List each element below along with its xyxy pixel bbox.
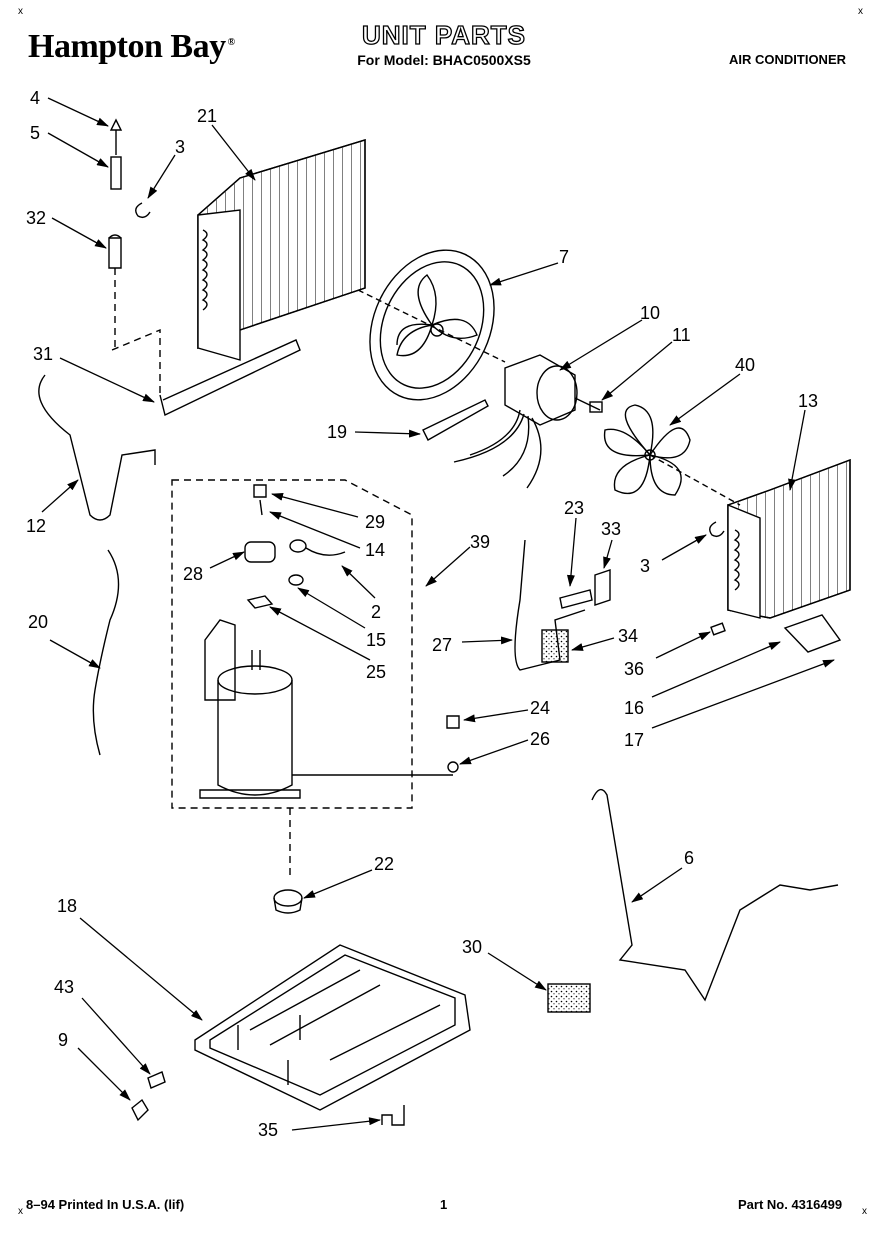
coil-tube-part — [159, 339, 301, 417]
fan-shroud-part — [369, 249, 495, 401]
compressor-part — [199, 619, 301, 799]
callout-35: 35 — [258, 1120, 278, 1140]
callout-39: 39 — [470, 532, 490, 552]
callout-12: 12 — [26, 516, 46, 536]
pad-part — [541, 629, 569, 663]
callout-labels: 4 5 3 21 32 7 10 11 40 13 31 19 12 29 14… — [26, 88, 818, 1140]
page-number: 1 — [440, 1197, 448, 1212]
callout-5: 5 — [30, 123, 40, 143]
fitting-stack-part — [108, 118, 161, 395]
nut-part-11 — [589, 401, 603, 413]
callout-31: 31 — [33, 344, 53, 364]
part-number: Part No. 4316499 — [738, 1197, 843, 1212]
clip-part-left — [135, 202, 151, 219]
callout-3-right: 3 — [640, 556, 650, 576]
fan-blade-part — [603, 404, 691, 496]
callout-25: 25 — [366, 662, 386, 682]
mount-part — [273, 808, 303, 914]
callout-7: 7 — [559, 247, 569, 267]
condenser-coil-rear — [197, 139, 366, 361]
base-pan-part — [194, 944, 471, 1111]
callout-3-left: 3 — [175, 137, 185, 157]
corner-mark-bottom-right: x — [862, 1206, 867, 1217]
grommet-part — [710, 622, 726, 636]
evaporator-coil-front — [727, 458, 851, 619]
print-info: 8–94 Printed In U.S.A. (lif) — [26, 1197, 185, 1212]
callout-30: 30 — [462, 937, 482, 957]
wire-harness-part — [92, 549, 120, 756]
callout-13: 13 — [798, 391, 818, 411]
callout-21: 21 — [197, 106, 217, 126]
callout-23: 23 — [564, 498, 584, 518]
callout-26: 26 — [530, 729, 550, 749]
callout-33: 33 — [601, 519, 621, 539]
callout-28: 28 — [183, 564, 203, 584]
corner-mark-bottom-left: x — [18, 1206, 23, 1217]
callout-36: 36 — [624, 659, 644, 679]
bracket-part — [594, 569, 611, 606]
discharge-tube-part — [38, 374, 156, 521]
callout-4: 4 — [30, 88, 40, 108]
callout-6: 6 — [684, 848, 694, 868]
callout-9: 9 — [58, 1030, 68, 1050]
clip-part-right — [709, 521, 725, 538]
callout-11: 11 — [672, 325, 691, 345]
pad-part-30 — [547, 983, 591, 1013]
screw-part — [147, 1071, 166, 1089]
fan-motor-part — [453, 354, 601, 489]
compressor-small-parts — [244, 484, 346, 609]
brand-name: Hampton Bay — [28, 28, 226, 65]
bracket-part-35 — [381, 1105, 405, 1126]
corner-mark-top-left: x — [18, 6, 23, 17]
callout-29: 29 — [365, 512, 385, 532]
model-subtitle: For Model: BHAC0500XS5 — [357, 52, 531, 68]
callout-22: 22 — [374, 854, 394, 874]
callout-16: 16 — [624, 698, 644, 718]
brand-logo: Hampton Bay® — [28, 28, 235, 66]
leader-lines — [41, 97, 835, 1131]
callout-34: 34 — [618, 626, 638, 646]
capillary-tube-part — [514, 539, 586, 671]
corner-mark-top-right: x — [858, 6, 863, 17]
callout-15: 15 — [366, 630, 386, 650]
callout-32: 32 — [26, 208, 46, 228]
callout-27: 27 — [432, 635, 452, 655]
clip-part-9 — [131, 1098, 149, 1122]
terminal-block-part — [559, 589, 593, 609]
callout-14: 14 — [365, 540, 385, 560]
nut-part-24 — [446, 715, 460, 729]
callout-20: 20 — [28, 612, 48, 632]
callout-43: 43 — [54, 977, 74, 997]
page-title: UNIT PARTS — [361, 19, 527, 50]
callout-10: 10 — [640, 303, 660, 323]
callout-2: 2 — [371, 602, 381, 622]
washer-part-26 — [447, 761, 459, 773]
drain-tube-part — [591, 788, 839, 1002]
document-type: AIR CONDITIONER — [729, 52, 846, 67]
registered-mark: ® — [227, 36, 235, 48]
strap-part — [422, 399, 489, 441]
callout-17: 17 — [624, 730, 644, 750]
callout-19: 19 — [327, 422, 347, 442]
compressor-group-outline — [171, 479, 413, 809]
callout-40: 40 — [735, 355, 755, 375]
panel-part — [783, 614, 842, 653]
callout-18: 18 — [57, 896, 77, 916]
callout-24: 24 — [530, 698, 550, 718]
